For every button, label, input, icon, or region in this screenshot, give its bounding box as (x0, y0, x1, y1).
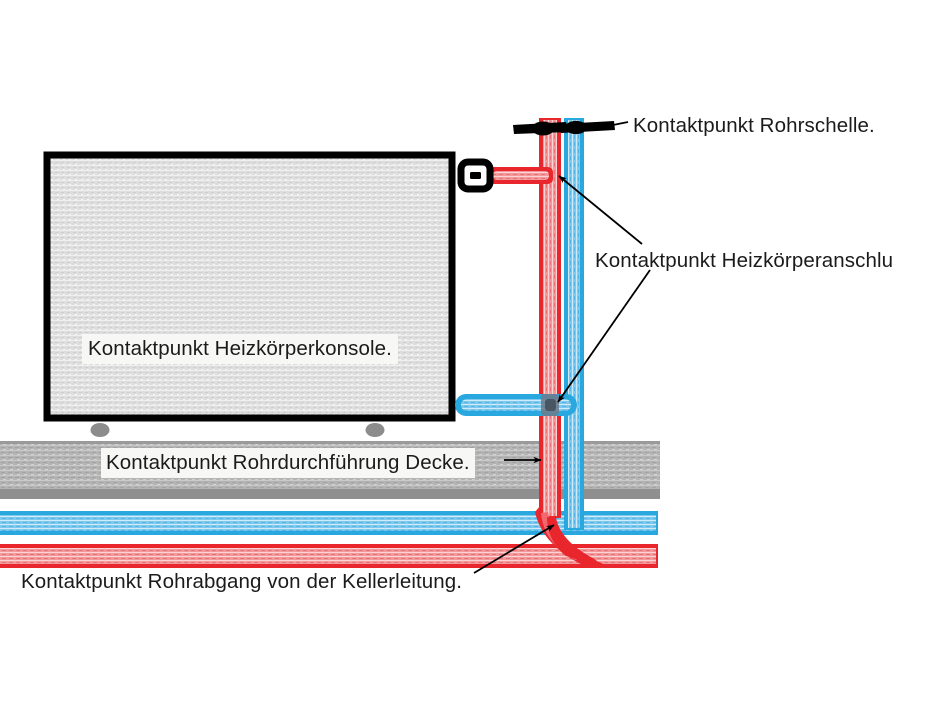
radiator-feet (90, 423, 385, 437)
arrow-anschluss-oben (558, 175, 643, 245)
pipe-clamp-blue-icon (560, 120, 615, 135)
basement-branch-red (535, 505, 608, 567)
radiator-body (43, 151, 456, 422)
arrow-kellerleitung (473, 524, 555, 574)
label-rohrdurchfuehrung-decke: Kontaktpunkt Rohrdurchführung Decke. (101, 448, 475, 478)
return-branch-blue (455, 394, 577, 416)
radiator-valve-icon (457, 158, 494, 193)
riser-pipe-red (539, 118, 561, 518)
pipe-clamp-red-icon (513, 121, 568, 136)
label-rohrschelle: Kontaktpunkt Rohrschelle. (633, 114, 875, 137)
riser-pipe-blue (564, 118, 584, 530)
arrow-anschluss-unten (557, 269, 651, 403)
basement-pipe-red (0, 544, 658, 568)
label-heizkoerperanschluss: Kontaktpunkt Heizkörperanschlu (595, 249, 894, 272)
label-heizkoerperkonsole: Kontaktpunkt Heizkörperkonsole. (82, 334, 398, 364)
arrow-rohrschelle (597, 121, 629, 130)
annotation-arrows (473, 121, 651, 574)
label-rohrabgang-kellerleitung: Kontaktpunkt Rohrabgang von der Kellerle… (17, 568, 467, 596)
supply-branch-red (489, 167, 553, 184)
